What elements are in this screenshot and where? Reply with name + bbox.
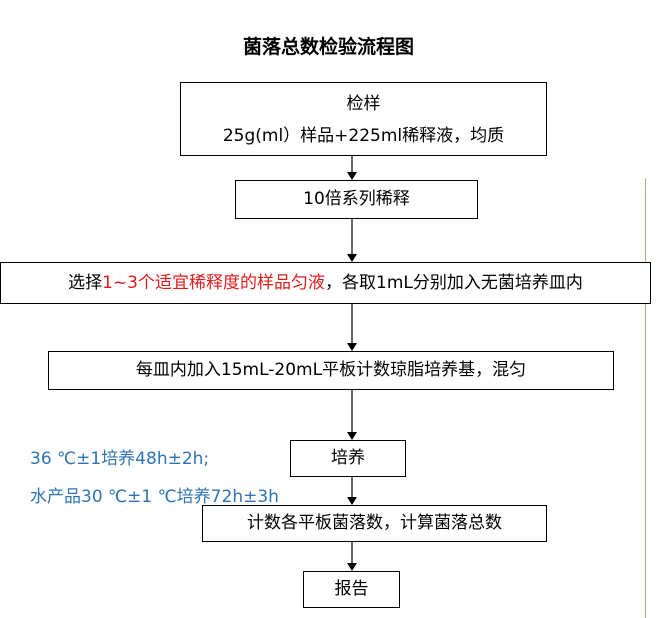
step-count-label: 计数各平板菌落数，计算菌落总数 (247, 513, 502, 533)
step-dilution-box: 10倍系列稀释 (235, 180, 478, 219)
step-report-box: 报告 (303, 571, 400, 608)
step-select-prefix: 选择 (68, 273, 103, 293)
step-count-box: 计数各平板菌落数，计算菌落总数 (202, 505, 547, 542)
arrow-sampling-to-dilution (347, 156, 357, 180)
step-incubate-box: 培养 (290, 440, 406, 477)
note-incubation-general: 36 ℃±1培养48h±2h; (30, 449, 210, 469)
step-select-highlight: 1~3个适宜稀释度的样品匀液 (102, 273, 326, 293)
arrow-dilution-to-select (347, 219, 357, 262)
arrow-select-to-medium (347, 304, 357, 351)
note-incubation-aquatic: 水产品30 ℃±1 ℃培养72h±3h (30, 487, 279, 507)
arrow-count-to-report (347, 542, 357, 571)
step-sampling-title: 检样 (346, 94, 381, 114)
step-report-label: 报告 (334, 579, 369, 599)
step-medium-box: 每皿内加入15mL-20mL平板计数琼脂培养基，混匀 (48, 351, 614, 390)
arrow-medium-to-incubate (347, 390, 357, 440)
step-medium-label: 每皿内加入15mL-20mL平板计数琼脂培养基，混匀 (135, 360, 527, 380)
step-select-suffix: ，各取1mL分别加入无菌培养皿内 (325, 273, 583, 293)
step-incubate-label: 培养 (331, 448, 365, 468)
step-select-box: 选择1~3个适宜稀释度的样品匀液，各取1mL分别加入无菌培养皿内 (0, 262, 651, 304)
arrow-incubate-to-count (347, 477, 357, 505)
step-dilution-label: 10倍系列稀释 (303, 189, 410, 209)
right-edge-line (645, 178, 646, 618)
step-sampling-box: 检样 25g(ml）样品+225ml稀释液，均质 (180, 82, 547, 156)
diagram-title: 菌落总数检验流程图 (242, 36, 414, 58)
step-sampling-detail: 25g(ml）样品+225ml稀释液，均质 (222, 126, 505, 146)
